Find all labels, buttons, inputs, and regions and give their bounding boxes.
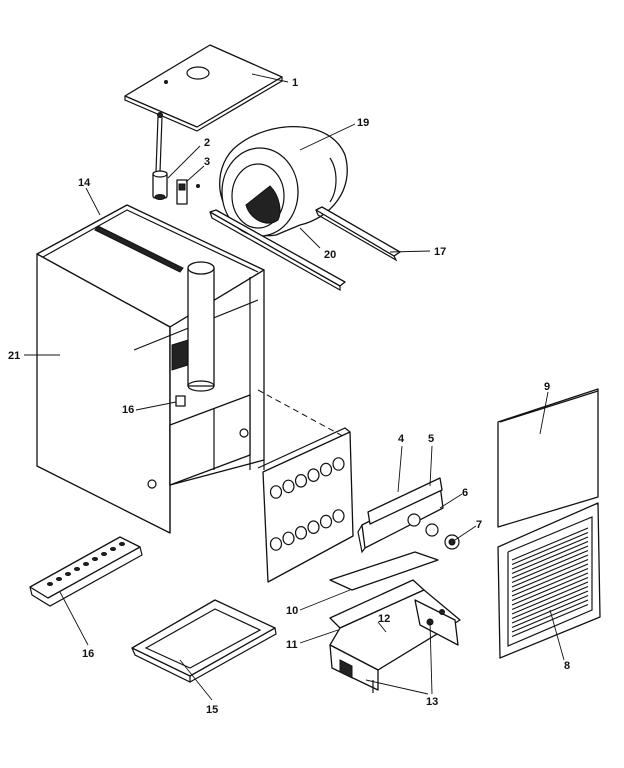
callout-10: 10 [286, 605, 298, 617]
louver-slat [511, 558, 589, 593]
furnace-cabinet [36, 204, 265, 534]
callout-8: 8 [564, 660, 570, 672]
callout-21: 21 [8, 350, 20, 362]
panel-hole [294, 473, 308, 488]
tray-slot [101, 552, 107, 556]
upper-door-panel [497, 388, 599, 528]
callout-16-upper: 16 [122, 404, 134, 416]
plate-to-bracket-line [155, 116, 163, 173]
louver-slat [511, 576, 589, 611]
louver-slat [511, 590, 589, 624]
panel-hole [294, 525, 308, 540]
tray-slot [92, 557, 98, 561]
blower-housing [219, 126, 348, 237]
lower-louvered-door [497, 502, 601, 659]
callout-6: 6 [462, 487, 468, 499]
callout-1: 1 [292, 77, 298, 89]
burner-tray [29, 536, 143, 607]
callout-9: 9 [544, 381, 550, 393]
callout-4: 4 [398, 433, 405, 445]
bracket [152, 170, 168, 200]
louver-slat [511, 554, 589, 588]
callout-7: 7 [476, 519, 482, 531]
louver-slat [511, 563, 589, 597]
tray-slot [83, 562, 89, 566]
louver-slat [511, 567, 589, 602]
louver-slat [511, 549, 589, 584]
louver-slat [511, 531, 589, 566]
top-plate [124, 44, 283, 132]
panel-hole [307, 468, 320, 482]
callout-2: 2 [204, 137, 210, 149]
callout-labels: 1 2 3 4 5 6 7 8 9 10 11 12 13 14 15 16 1… [8, 77, 570, 716]
tray-slot [56, 577, 62, 581]
callout-3: 3 [204, 156, 210, 168]
tray-slot [47, 582, 53, 586]
panel-hole [332, 457, 345, 471]
callout-13: 13 [426, 696, 438, 708]
tray-slot [119, 542, 125, 546]
louver-slat [511, 540, 589, 575]
callout-19: 19 [357, 117, 369, 129]
louver-slat [511, 572, 589, 606]
louver-slat [511, 581, 589, 615]
flue-pipe [187, 261, 215, 392]
panel-hole [282, 531, 295, 546]
panel-hole [332, 509, 345, 523]
louver-slat [511, 585, 589, 620]
callout-14: 14 [78, 177, 91, 189]
panel-hole [307, 520, 320, 534]
callout-15: 15 [206, 704, 218, 716]
burner-panel [257, 427, 354, 583]
panel-hole [319, 462, 333, 477]
louver-slat [511, 536, 589, 570]
tray-slot [110, 547, 116, 551]
tray-slot [74, 567, 80, 571]
shield-plate [329, 551, 439, 591]
callout-20: 20 [324, 249, 336, 261]
burner-box [329, 579, 461, 693]
panel-hole [269, 537, 283, 551]
callout-11: 11 [286, 639, 298, 651]
mounting-rail [209, 209, 346, 292]
assembly-dashed-line [257, 389, 351, 441]
callout-17: 17 [434, 246, 446, 258]
frame-tray [131, 599, 277, 683]
louver-slat [511, 545, 589, 579]
louver-slat [511, 603, 589, 638]
panel-hole [282, 479, 295, 494]
small-switch [176, 179, 200, 205]
louver-slat [511, 599, 589, 633]
panel-hole [269, 485, 283, 499]
callout-16-lower: 16 [82, 648, 94, 660]
callout-12: 12 [378, 613, 390, 625]
tray-slot [65, 572, 71, 576]
louver-slat [511, 527, 589, 561]
manifold-bracket [357, 477, 460, 554]
callout-5: 5 [428, 433, 434, 445]
panel-hole [319, 514, 333, 529]
callout-leaders [24, 73, 565, 701]
